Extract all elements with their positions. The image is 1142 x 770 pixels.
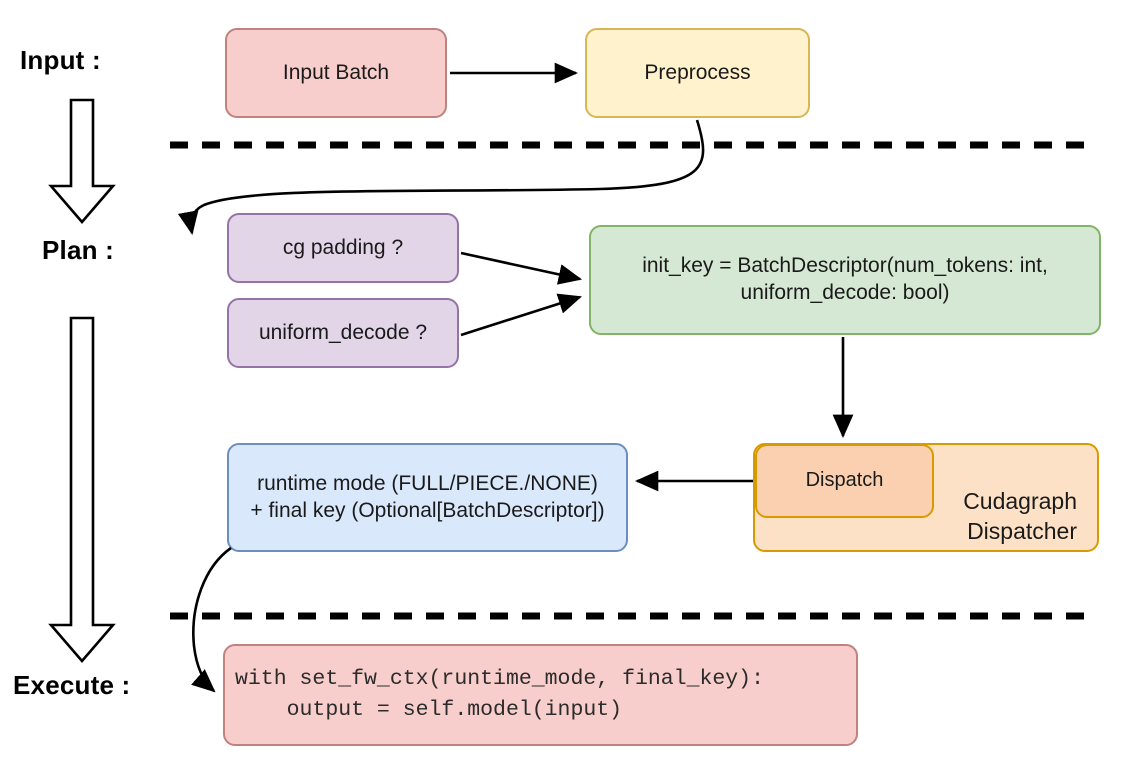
plan-to-execute-block-arrow-icon xyxy=(48,316,116,663)
node-cg-padding[interactable]: cg padding ? xyxy=(227,213,459,283)
stage-label-execute: Execute : xyxy=(13,670,131,700)
node-runtime-mode[interactable]: runtime mode (FULL/PIECE./NONE) + final … xyxy=(227,443,628,552)
arrow-uniform-decode-to-init-key xyxy=(460,293,582,337)
node-execute-code-line2: output = self.model(input) xyxy=(235,698,623,722)
node-preprocess[interactable]: Preprocess xyxy=(585,28,810,118)
node-init-key-line1: init_key = BatchDescriptor(num_tokens: i… xyxy=(642,254,1048,278)
node-runtime-mode-line1: runtime mode (FULL/PIECE./NONE) xyxy=(257,471,598,495)
node-uniform-decode[interactable]: uniform_decode ? xyxy=(227,298,459,368)
node-cudagraph-dispatcher-line2: Dispatcher xyxy=(967,517,1077,544)
node-dispatch[interactable]: Dispatch xyxy=(755,444,934,518)
stage-label-plan: Plan : xyxy=(42,235,114,265)
node-init-key-line2: uniform_decode: bool) xyxy=(740,281,950,304)
node-init-key[interactable]: init_key = BatchDescriptor(num_tokens: i… xyxy=(589,225,1101,335)
node-cudagraph-dispatcher-line1: Cudagraph xyxy=(963,488,1077,515)
stage-label-input: Input : xyxy=(20,45,101,75)
node-execute-code-line1: with set_fw_ctx(runtime_mode, final_key)… xyxy=(235,667,764,692)
node-input-batch[interactable]: Input Batch xyxy=(225,28,447,118)
node-runtime-mode-line2: + final key (Optional[BatchDescriptor]) xyxy=(250,498,605,522)
input-to-plan-block-arrow-icon xyxy=(48,98,116,224)
node-execute-code[interactable]: with set_fw_ctx(runtime_mode, final_key)… xyxy=(223,644,858,746)
arrow-cg-padding-to-init-key xyxy=(460,251,583,285)
